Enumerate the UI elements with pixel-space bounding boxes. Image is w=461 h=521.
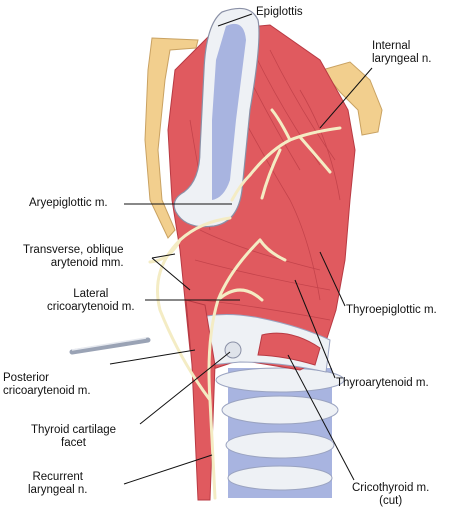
label-internal-laryngeal-nerve: Internal laryngeal n.	[372, 40, 432, 65]
label-recurrent-laryngeal-nerve: Recurrent laryngeal n.	[28, 471, 88, 496]
label-posterior-cricoarytenoid: Posterior cricoarytenoid m.	[3, 372, 91, 397]
label-thyroarytenoid-muscle: Thyroarytenoid m.	[336, 377, 429, 389]
label-thyroepiglottic-muscle: Thyroepiglottic m.	[346, 304, 437, 316]
probe-highlight	[71, 337, 147, 351]
label-aryepiglottic-muscle: Aryepiglottic m.	[29, 197, 108, 209]
probe-instrument	[69, 337, 151, 355]
label-epiglottis: Epiglottis	[256, 6, 303, 18]
label-transverse-oblique-arytenoid: Transverse, oblique arytenoid mm.	[23, 244, 124, 269]
label-cricothyroid-muscle: Cricothyroid m. (cut)	[352, 482, 430, 507]
trachea	[215, 367, 345, 498]
recurrent-laryngeal-nerve	[148, 216, 287, 500]
label-lateral-cricoarytenoid: Lateral cricoarytenoid m.	[47, 288, 135, 313]
epiglottis-inner	[212, 23, 246, 200]
thyroid-cartilage-left	[144, 37, 199, 239]
leader-lines	[109, 13, 373, 485]
label-thyroid-cartilage-facet: Thyroid cartilage facet	[31, 424, 117, 449]
thyroid-facet-circle	[224, 341, 242, 359]
cricothyroid-muscle	[257, 332, 321, 366]
internal-laryngeal-nerve	[230, 108, 342, 202]
